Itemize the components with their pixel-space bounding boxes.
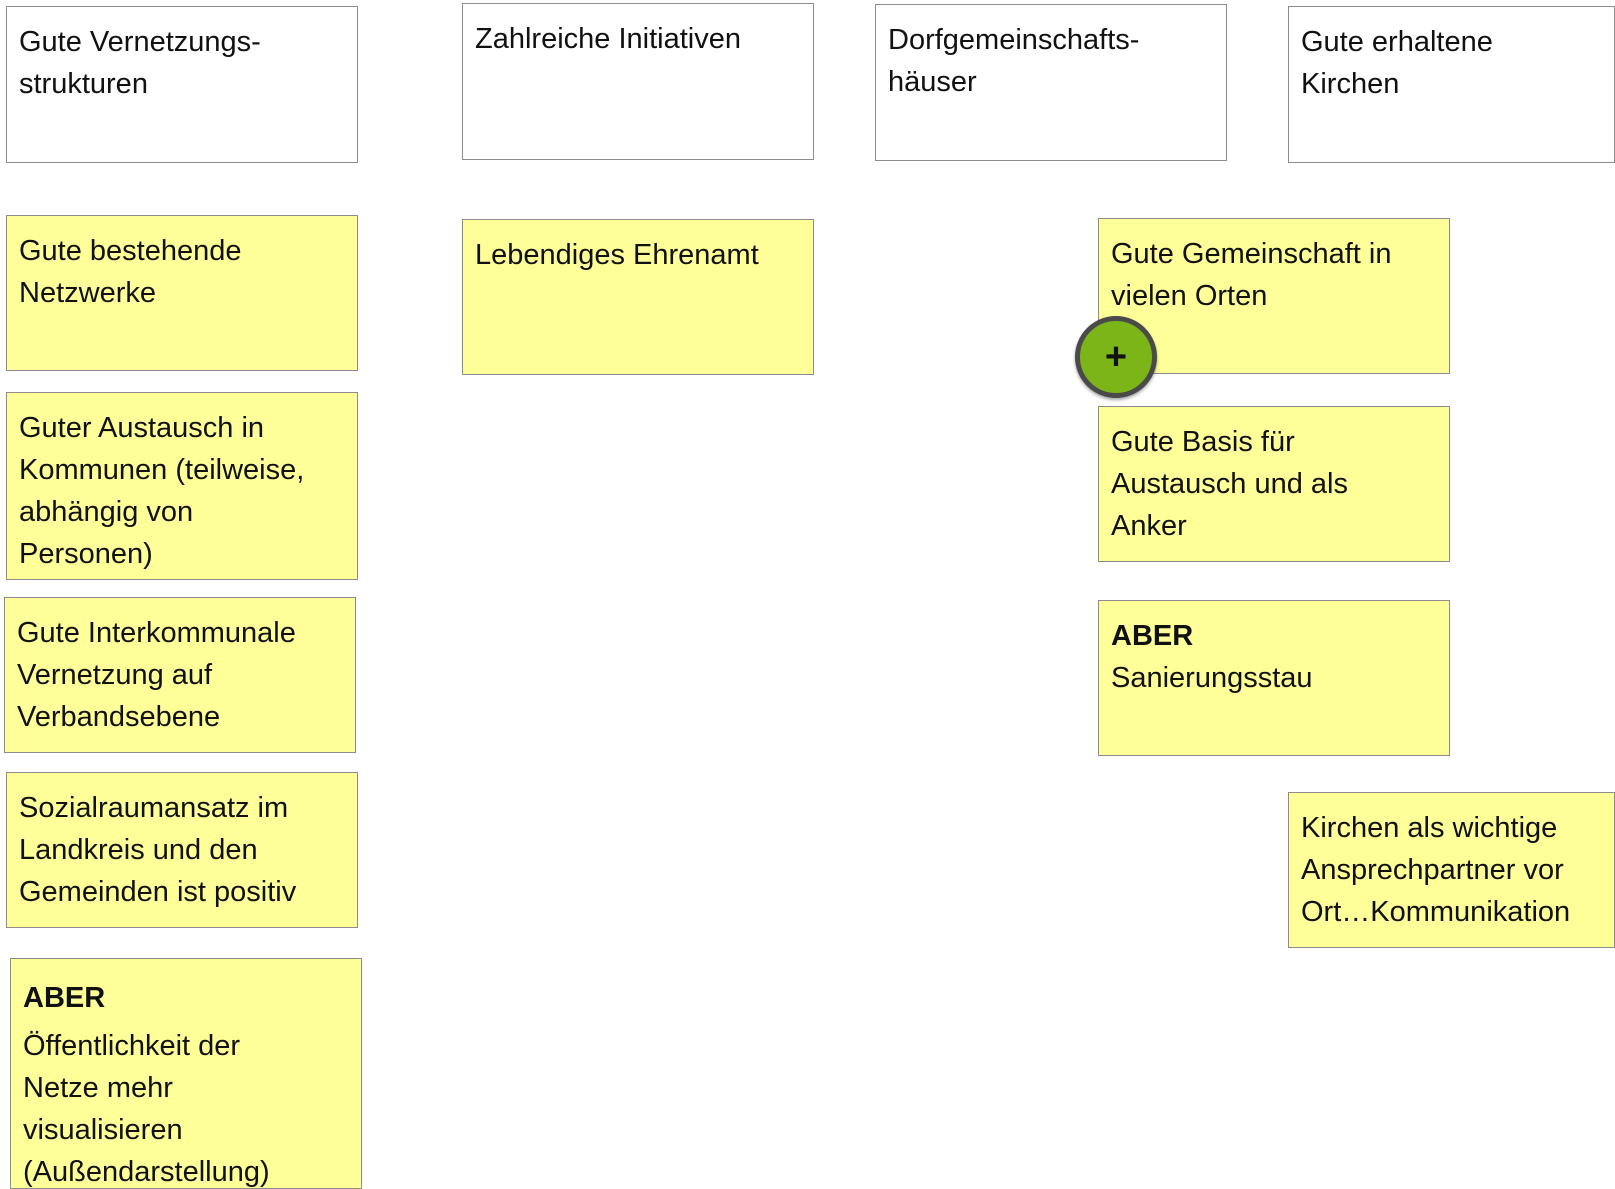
sticky-note-text: Sanierungsstau <box>1111 662 1313 694</box>
sticky-note[interactable]: Gute Interkommunale Vernetzung auf Verba… <box>4 597 356 753</box>
sticky-note-text: Öffentlichkeit der Netze mehr visualisie… <box>23 1030 270 1188</box>
sticky-note[interactable]: Kirchen als wichtige Ansprechpartner vor… <box>1288 792 1615 948</box>
sticky-note-text: Guter Austausch in Kommunen (teilweise, … <box>19 412 305 570</box>
sticky-note-text: Kirchen als wichtige Ansprechpartner vor… <box>1301 812 1571 928</box>
sticky-note-heading: ABER <box>1111 620 1194 652</box>
sticky-note-aber[interactable]: ABER Sanierungsstau <box>1098 600 1450 756</box>
add-note-button[interactable]: + <box>1075 316 1157 398</box>
header-card-kirchen[interactable]: Gute erhaltene Kirchen <box>1288 6 1615 163</box>
sticky-note[interactable]: Lebendiges Ehrenamt <box>462 219 814 375</box>
sticky-note-text: Sozialraumansatz im Landkreis und den Ge… <box>19 792 297 908</box>
header-card-vernetzungsstrukturen[interactable]: Gute Vernetzungs- strukturen <box>6 6 358 163</box>
sticky-note[interactable]: Guter Austausch in Kommunen (teilweise, … <box>6 392 358 580</box>
sticky-note[interactable]: Gute Basis für Austausch und als Anker <box>1098 406 1450 562</box>
sticky-note-text: Gute bestehende Netzwerke <box>19 235 242 309</box>
header-card-text: Zahlreiche Initiativen <box>475 23 741 55</box>
header-card-text: Gute Vernetzungs- strukturen <box>19 26 261 100</box>
sticky-note-aber[interactable]: ABER Öffentlichkeit der Netze mehr visua… <box>10 958 362 1189</box>
sticky-note-text: Gute Basis für Austausch und als Anker <box>1111 426 1348 542</box>
header-card-dorfgemeinschaftshaeuser[interactable]: Dorfgemeinschafts- häuser <box>875 4 1227 161</box>
sticky-note-text: Gute Gemeinschaft in vielen Orten <box>1111 238 1392 312</box>
sticky-note[interactable]: Sozialraumansatz im Landkreis und den Ge… <box>6 772 358 928</box>
sticky-note-heading: ABER <box>23 982 106 1014</box>
sticky-note-text: Gute Interkommunale Vernetzung auf Verba… <box>17 617 296 733</box>
sticky-note-text: Lebendiges Ehrenamt <box>475 239 759 271</box>
header-card-text: Gute erhaltene Kirchen <box>1301 26 1493 100</box>
header-card-text: Dorfgemeinschafts- häuser <box>888 24 1140 98</box>
header-card-initiativen[interactable]: Zahlreiche Initiativen <box>462 3 814 160</box>
plus-icon: + <box>1104 336 1128 378</box>
sticky-note[interactable]: Gute bestehende Netzwerke <box>6 215 358 371</box>
sticky-note[interactable]: Gute Gemeinschaft in vielen Orten <box>1098 218 1450 374</box>
